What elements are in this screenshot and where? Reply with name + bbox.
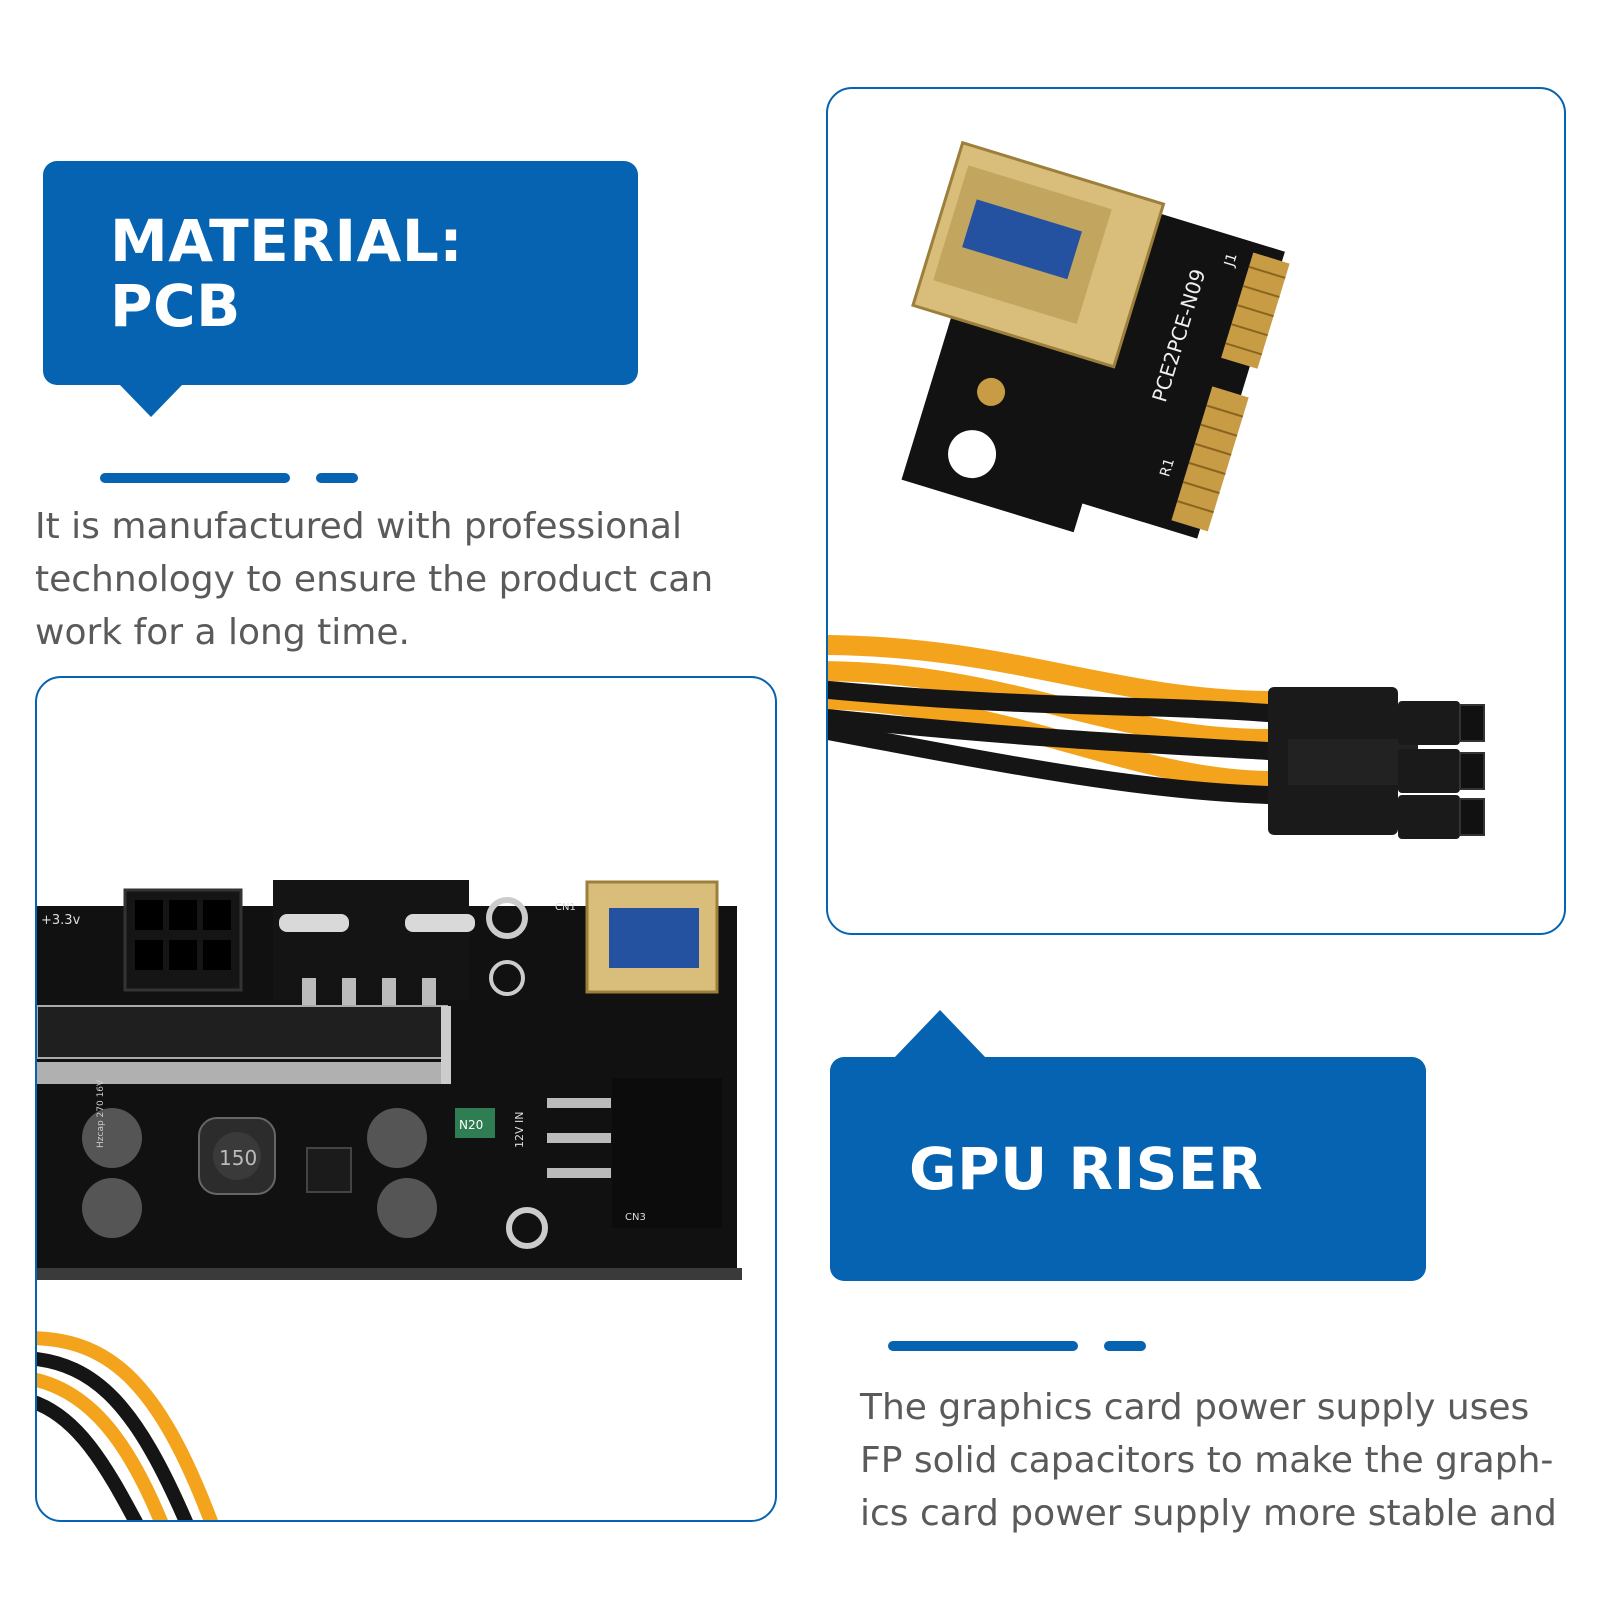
material-description-line-2: technology to ensure the product can	[35, 559, 714, 600]
capacitor-label: Hzcap 270 16V	[96, 1079, 106, 1148]
cn3-label: CN3	[625, 1212, 646, 1223]
adapter-photo: PCE2PCE-N09 J1 R1	[828, 140, 1485, 839]
voltage-label: +3.3v	[41, 913, 81, 928]
material-callout: MATERIAL: PCB	[43, 161, 638, 385]
adapter-pcb: PCE2PCE-N09 J1 R1	[901, 140, 1290, 539]
material-description-line-3: work for a long time.	[35, 612, 410, 653]
gpu-riser-title: GPU RISER	[909, 1135, 1264, 1203]
gpu-riser-callout: GPU RISER	[830, 1057, 1426, 1281]
material-description-line-1: It is manufactured with professional	[35, 506, 682, 547]
board-molex	[273, 880, 475, 1008]
fuse	[455, 1108, 495, 1138]
gpu-callout-pointer	[894, 1010, 986, 1058]
adapter-photo-frame: PCE2PCE-N09 J1 R1	[826, 87, 1566, 935]
cn1-label: CN1	[555, 902, 576, 913]
material-line-2: PCB	[110, 271, 241, 340]
riser-power-cables	[37, 1331, 218, 1520]
gpu-description-line-1: The graphics card power supply uses	[860, 1387, 1530, 1428]
material-accent-bar-short	[316, 473, 358, 483]
capacitors	[82, 1108, 437, 1238]
gpu-description: The graphics card power supply uses FP s…	[860, 1381, 1590, 1540]
six-pin-connector	[1268, 687, 1485, 839]
adapter-j1-label: J1	[1221, 251, 1240, 269]
material-accent-bar-long	[100, 473, 290, 483]
material-description: It is manufactured with professional tec…	[35, 500, 735, 659]
board-six-pin	[123, 888, 243, 992]
material-line-1: MATERIAL:	[110, 207, 464, 275]
material-callout-pointer	[119, 384, 183, 417]
gold-fingers	[1171, 252, 1290, 532]
adapter-r1-label: R1	[1157, 456, 1178, 479]
board-pcie-slot	[37, 1005, 451, 1084]
power-in-label: 12V IN	[513, 1112, 526, 1149]
power-cables	[828, 635, 1278, 804]
gpu-accent-bar-long	[888, 1341, 1078, 1351]
riser-photo-frame: 150 N20 +3.3v CN1 12V IN CN3 Hzcap 270 1…	[35, 676, 777, 1522]
fuse-label: N20	[459, 1118, 483, 1132]
gpu-accent-bar-short	[1104, 1341, 1146, 1351]
inductor-label: 150	[219, 1146, 257, 1170]
material-callout-title: MATERIAL: PCB	[110, 209, 463, 339]
board-usb-port	[585, 880, 719, 994]
gpu-description-line-3: ics card power supply more stable and	[860, 1493, 1557, 1534]
gpu-description-line-2: FP solid capacitors to make the graph-	[860, 1440, 1554, 1481]
riser-photo: 150 N20 +3.3v CN1 12V IN CN3 Hzcap 270 1…	[37, 880, 742, 1520]
